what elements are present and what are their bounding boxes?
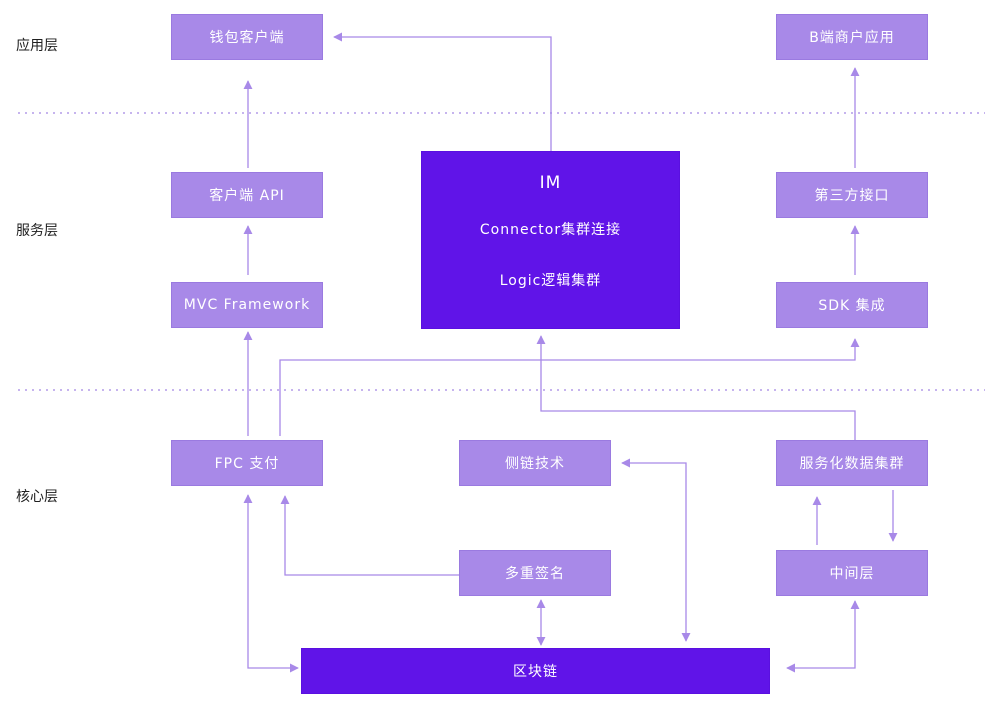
node-b-merchant-app: B端商户应用: [776, 14, 928, 60]
layer-label-service: 服务层: [16, 223, 58, 239]
node-blockchain: 区块链: [301, 648, 770, 694]
node-mvc-framework: MVC Framework: [171, 282, 323, 328]
node-service-data-cluster: 服务化数据集群: [776, 440, 928, 486]
arrow-fpc-to-sdk: [279, 338, 860, 436]
im-connector-label: Connector集群连接: [479, 222, 622, 238]
im-logic-label: Logic逻辑集群: [499, 273, 602, 289]
arrow-blockchain-middle: [786, 600, 860, 673]
node-third-party-api: 第三方接口: [776, 172, 928, 218]
node-sdk-integration: SDK 集成: [776, 282, 928, 328]
layer-label-app: 应用层: [16, 38, 58, 54]
layer-label-core: 核心层: [16, 489, 58, 505]
node-multisig: 多重签名: [459, 550, 611, 596]
node-sidechain: 侧链技术: [459, 440, 611, 486]
arrow-datacluster-to-im: [536, 335, 856, 440]
node-client-api: 客户端 API: [171, 172, 323, 218]
node-middle-layer: 中间层: [776, 550, 928, 596]
arrow-blockchain-fpc: [243, 494, 299, 673]
arrow-sidechain-blockchain: [621, 458, 691, 642]
im-title: IM: [539, 173, 562, 193]
arrow-multisig-to-fpc: [280, 495, 459, 576]
arrow-im-to-wallet: [333, 32, 552, 151]
node-fpc-payment: FPC 支付: [171, 440, 323, 486]
node-im: IM Connector集群连接 Logic逻辑集群: [421, 151, 680, 329]
node-wallet-client: 钱包客户端: [171, 14, 323, 60]
